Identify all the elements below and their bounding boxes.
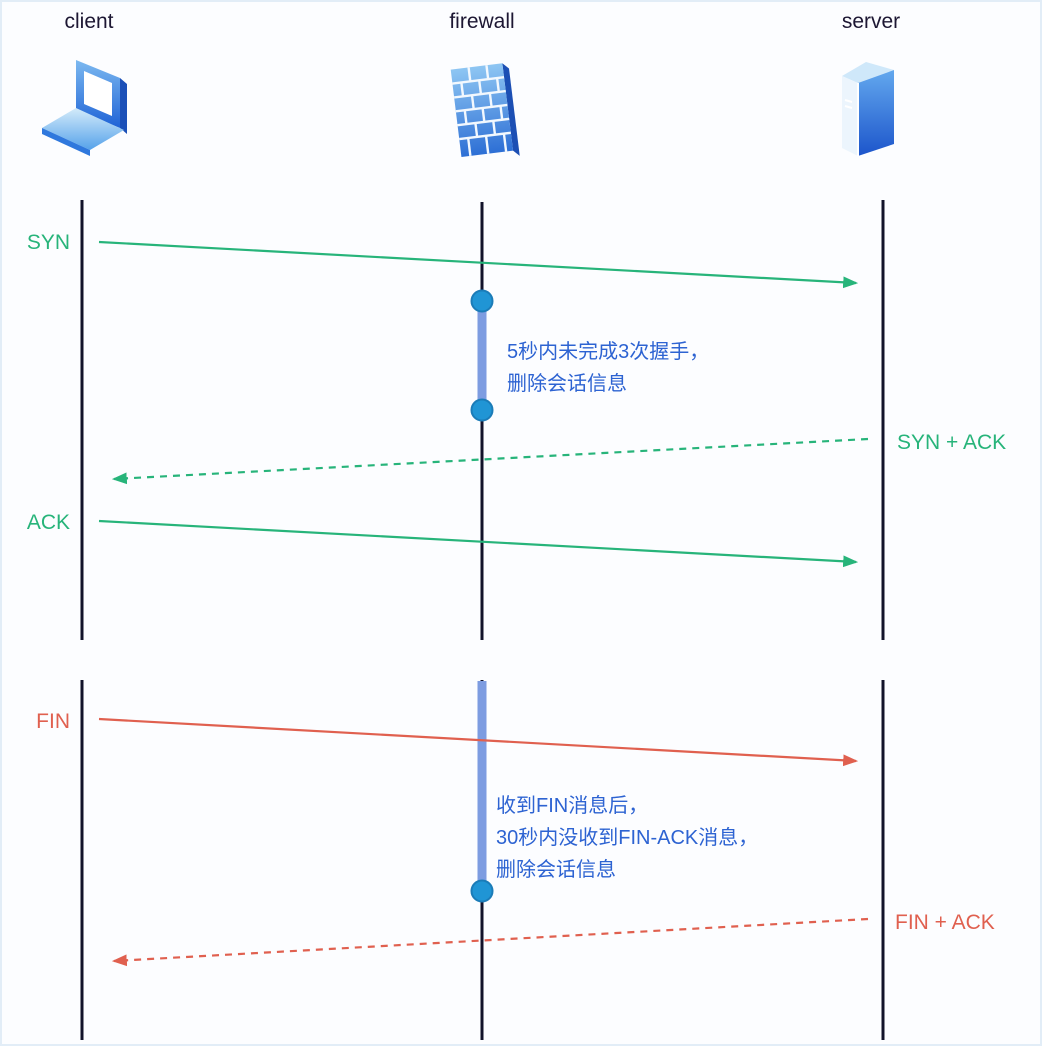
message-label-fin-ack: FIN + ACK [895, 911, 995, 934]
message-arrow-ack [98, 519, 859, 568]
timer-dot-handshake-end [470, 398, 494, 422]
laptop-icon [42, 60, 127, 156]
server-tower-icon [842, 62, 894, 156]
firewall-note-teardown-line2: 30秒内没收到FIN-ACK消息， [496, 827, 759, 849]
timer-dot-teardown-end [470, 879, 494, 903]
actor-title-server: server [841, 10, 901, 33]
firewall-note-teardown: 收到FIN消息后， 30秒内没收到FIN-ACK消息， 删除会话信息 [496, 790, 758, 886]
actor-title-client: client [64, 10, 114, 33]
message-label-fin: FIN [36, 710, 70, 733]
actor-title-firewall: firewall [449, 10, 515, 33]
message-label-ack: ACK [26, 511, 70, 534]
message-arrow-fin [98, 717, 859, 767]
firewall-note-handshake-line1: 5秒内未完成3次握手， [507, 341, 710, 363]
firewall-note-teardown-line3: 删除会话信息 [496, 859, 616, 881]
timer-dot-handshake-start [470, 289, 494, 313]
firewall-note-handshake: 5秒内未完成3次握手， 删除会话信息 [507, 336, 709, 400]
message-label-syn: SYN [26, 231, 70, 254]
message-arrow-syn [98, 240, 859, 289]
message-arrow-fin-ack [111, 917, 869, 967]
firewall-note-handshake-line2: 删除会话信息 [507, 373, 627, 395]
message-label-syn-ack: SYN + ACK [897, 431, 1007, 454]
firewall-note-teardown-line1: 收到FIN消息后， [496, 795, 649, 817]
message-arrow-syn-ack [111, 437, 869, 485]
brick-wall-icon [450, 63, 520, 157]
